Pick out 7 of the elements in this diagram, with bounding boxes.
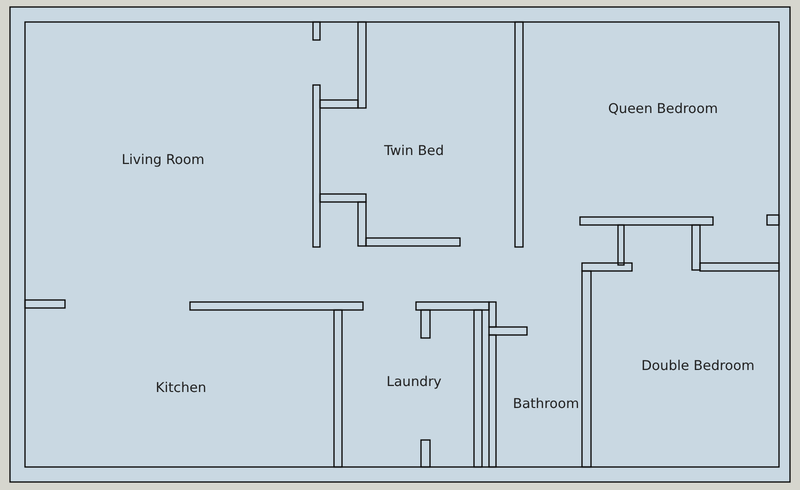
room-label: Bathroom — [512, 396, 580, 412]
room-label: Double Bedroom — [641, 358, 755, 374]
room-label: Kitchen — [156, 380, 206, 396]
room-label: Living Room — [122, 152, 204, 168]
room-label: Laundry — [386, 374, 442, 390]
room-label: Queen Bedroom — [608, 101, 718, 117]
room-label: Twin Bed — [384, 143, 444, 159]
